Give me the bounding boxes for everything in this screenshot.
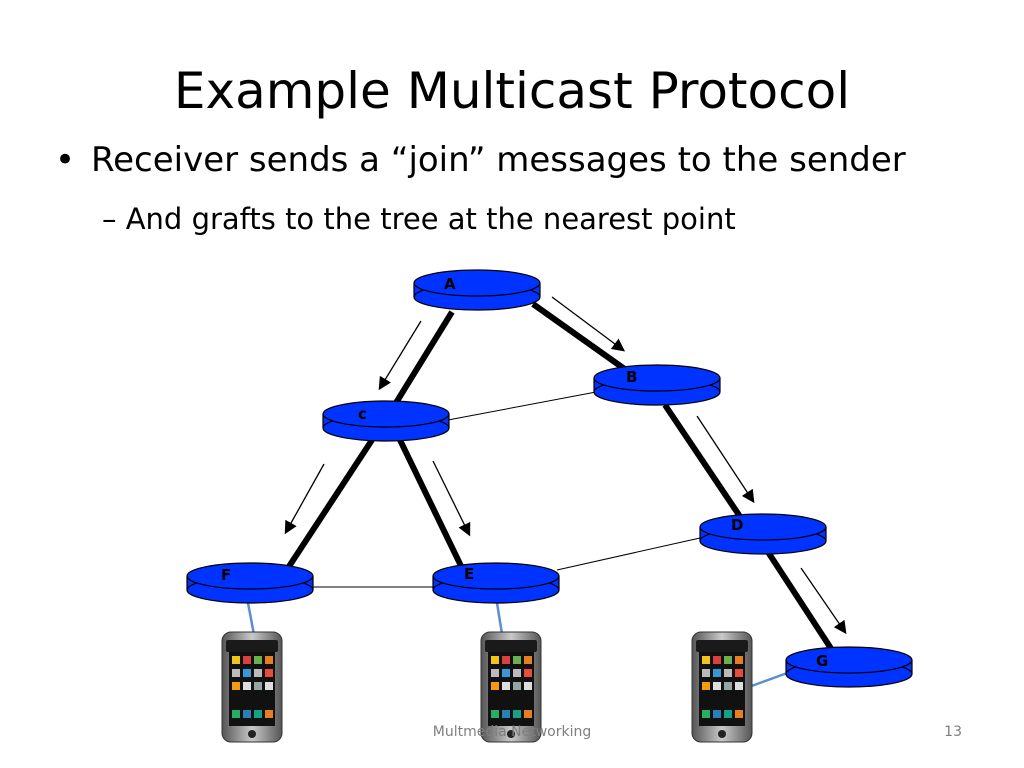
join-arrow-b-d <box>696 415 755 504</box>
footer-text: Multmedia Networking <box>432 724 592 740</box>
router-b-label: B <box>626 368 637 386</box>
router-e-label: E <box>464 565 474 583</box>
bullet-2-text: – And grafts to the tree at the nearest … <box>102 202 736 236</box>
router-e: E <box>432 562 560 604</box>
router-d: D <box>699 513 827 555</box>
tree-link-b-d <box>662 403 744 520</box>
bullet-1: • Receiver sends a “join” messages to the… <box>55 140 906 180</box>
join-arrow-a-c <box>378 320 422 391</box>
router-c-label: c <box>358 405 367 423</box>
router-c: c <box>322 400 450 442</box>
slide-title: Example Multicast Protocol <box>173 62 851 120</box>
router-g: G <box>785 646 913 688</box>
tree-link-c-e <box>397 438 465 570</box>
tree-link-a-b <box>531 301 628 373</box>
link-c-b <box>447 391 597 421</box>
join-arrow-d-g <box>800 567 847 635</box>
phone-icon-g <box>691 631 753 743</box>
router-g-label: G <box>816 652 828 670</box>
tree-link-c-f <box>285 438 375 570</box>
phone-icon-f <box>221 631 283 743</box>
slide-number: 13 <box>944 724 962 740</box>
link-e-d <box>556 537 701 571</box>
phone-icon-e <box>480 631 542 743</box>
router-f-label: F <box>221 566 231 584</box>
router-b: B <box>593 364 721 406</box>
router-a-label: A <box>444 275 456 293</box>
tree-link-d-g <box>765 550 835 652</box>
router-d-label: D <box>731 516 743 534</box>
router-f: F <box>186 562 314 604</box>
join-arrow-a-b <box>551 296 626 352</box>
join-arrow-c-f <box>284 463 325 535</box>
bullet-1-text: Receiver sends a “join” messages to the … <box>91 140 906 180</box>
bullet-marker: • <box>55 140 76 180</box>
join-arrow-c-e <box>432 460 471 537</box>
router-a: A <box>413 269 541 311</box>
